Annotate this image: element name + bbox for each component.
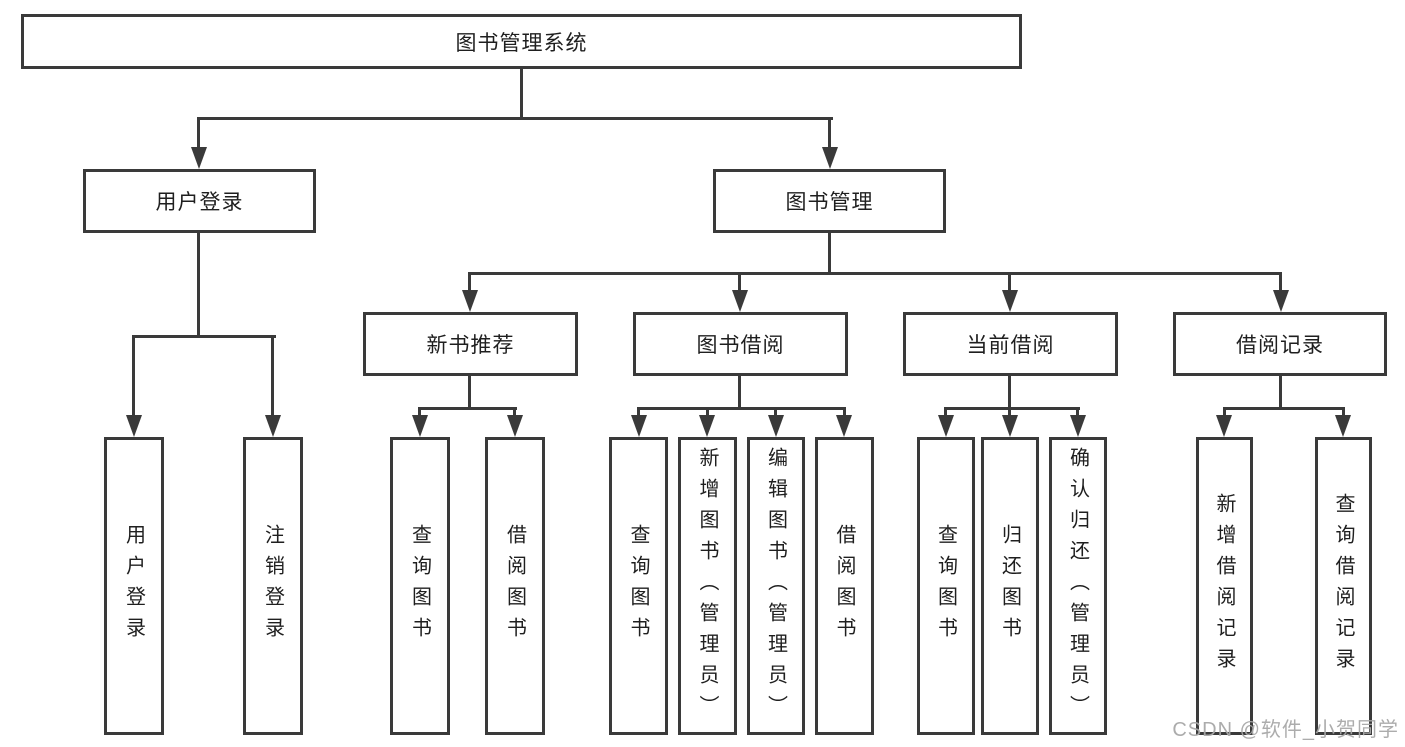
arrowhead-icon bbox=[412, 415, 428, 437]
node-book-management: 图书管理 bbox=[713, 169, 946, 233]
connector-line bbox=[637, 407, 846, 410]
arrowhead-icon bbox=[1273, 290, 1289, 312]
connector-line bbox=[418, 407, 421, 417]
connector-line bbox=[418, 407, 517, 410]
connector-line bbox=[1279, 272, 1282, 292]
leaf-borrow-books-borrowing: 借阅图书 bbox=[815, 437, 874, 735]
connector-line bbox=[637, 407, 640, 417]
connector-line bbox=[706, 407, 709, 417]
leaf-query-borrow-record: 查询借阅记录 bbox=[1315, 437, 1372, 735]
connector-line bbox=[944, 407, 947, 417]
connector-line bbox=[828, 233, 831, 275]
arrowhead-icon bbox=[1002, 415, 1018, 437]
node-borrowing-records: 借阅记录 bbox=[1173, 312, 1387, 376]
connector-line bbox=[828, 117, 831, 150]
connector-line bbox=[774, 407, 777, 417]
connector-line bbox=[513, 407, 516, 417]
arrowhead-icon bbox=[699, 415, 715, 437]
connector-line bbox=[520, 69, 523, 117]
leaf-return-book: 归还图书 bbox=[981, 437, 1039, 735]
leaf-edit-book-admin: 编辑图书（管理员） bbox=[747, 437, 805, 735]
arrowhead-icon bbox=[462, 290, 478, 312]
leaf-query-books-recommend: 查询图书 bbox=[390, 437, 450, 735]
leaf-query-books-current: 查询图书 bbox=[917, 437, 975, 735]
connector-line bbox=[1223, 407, 1345, 410]
arrowhead-icon bbox=[507, 415, 523, 437]
node-new-book-recommendation: 新书推荐 bbox=[363, 312, 578, 376]
node-user-login: 用户登录 bbox=[83, 169, 316, 233]
connector-line bbox=[843, 407, 846, 417]
arrowhead-icon bbox=[631, 415, 647, 437]
connector-line bbox=[1076, 407, 1079, 417]
arrowhead-icon bbox=[1335, 415, 1351, 437]
connector-line bbox=[1279, 376, 1282, 410]
connector-line bbox=[271, 335, 274, 417]
connector-line bbox=[738, 272, 741, 292]
connector-line bbox=[1008, 376, 1011, 410]
node-current-borrowing: 当前借阅 bbox=[903, 312, 1118, 376]
connector-line bbox=[1223, 407, 1226, 417]
connector-line bbox=[468, 272, 1282, 275]
watermark-text: CSDN @软件_小贺同学 bbox=[1172, 719, 1399, 741]
connector-line bbox=[197, 233, 200, 336]
node-library-system: 图书管理系统 bbox=[21, 14, 1022, 69]
leaf-add-book-admin: 新增图书（管理员） bbox=[678, 437, 737, 735]
leaf-user-login: 用户登录 bbox=[104, 437, 164, 735]
arrowhead-icon bbox=[732, 290, 748, 312]
connector-line bbox=[132, 335, 276, 338]
arrowhead-icon bbox=[836, 415, 852, 437]
leaf-logout: 注销登录 bbox=[243, 437, 303, 735]
arrowhead-icon bbox=[1002, 290, 1018, 312]
connector-line bbox=[468, 272, 471, 292]
arrowhead-icon bbox=[822, 147, 838, 169]
leaf-borrow-books-recommend: 借阅图书 bbox=[485, 437, 545, 735]
node-book-borrowing: 图书借阅 bbox=[633, 312, 848, 376]
connector-line bbox=[1008, 407, 1011, 417]
connector-line bbox=[1342, 407, 1345, 417]
leaf-confirm-return-admin: 确认归还（管理员） bbox=[1049, 437, 1107, 735]
arrowhead-icon bbox=[1070, 415, 1086, 437]
arrowhead-icon bbox=[191, 147, 207, 169]
arrowhead-icon bbox=[768, 415, 784, 437]
arrowhead-icon bbox=[938, 415, 954, 437]
connector-line bbox=[468, 376, 471, 410]
arrowhead-icon bbox=[265, 415, 281, 437]
leaf-add-borrow-record: 新增借阅记录 bbox=[1196, 437, 1253, 735]
connector-line bbox=[944, 407, 1080, 410]
arrowhead-icon bbox=[1216, 415, 1232, 437]
connector-line bbox=[197, 117, 200, 150]
connector-line bbox=[1008, 272, 1011, 292]
arrowhead-icon bbox=[126, 415, 142, 437]
connector-line bbox=[738, 376, 741, 410]
connector-line bbox=[132, 335, 135, 417]
connector-line bbox=[197, 117, 833, 120]
leaf-query-books-borrowing: 查询图书 bbox=[609, 437, 668, 735]
